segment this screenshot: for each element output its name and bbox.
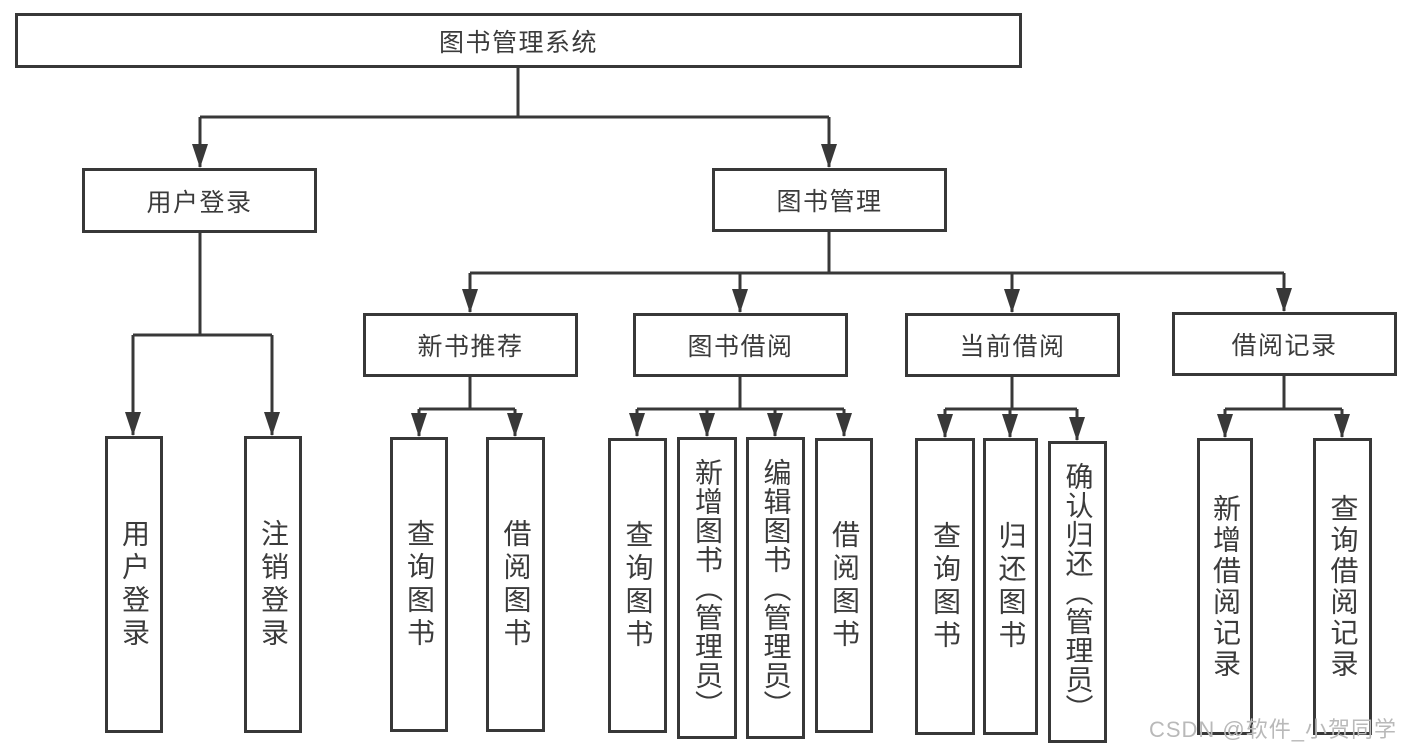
node-label: 查询图书 <box>404 518 435 651</box>
node-label: 用户登录 <box>146 188 253 217</box>
leaf-query-books-borrow: 查询图书 <box>608 438 667 733</box>
node-label: 借阅记录 <box>1231 332 1338 360</box>
connector-book-management-children <box>462 232 1292 313</box>
connector-user-login-children <box>125 233 280 436</box>
node-current-borrow: 当前借阅 <box>905 313 1120 377</box>
node-label: 确认归还（管理员） <box>1062 461 1094 723</box>
node-label: 借阅图书 <box>829 519 860 652</box>
node-label: 注销登录 <box>258 518 289 651</box>
node-label: 图书管理系统 <box>438 28 598 57</box>
leaf-add-books-admin: 新增图书（管理员） <box>677 437 737 739</box>
csdn-watermark: CSDN @软件_小贺同学 <box>1148 717 1397 742</box>
leaf-borrow-books: 借阅图书 <box>815 438 873 733</box>
leaf-query-borrow-record: 查询借阅记录 <box>1313 438 1372 735</box>
node-label: 借阅图书 <box>500 518 532 651</box>
node-label: 编辑图书（管理员） <box>760 457 792 719</box>
node-label: 当前借阅 <box>959 333 1066 361</box>
leaf-edit-books-admin: 编辑图书（管理员） <box>746 437 805 739</box>
node-label: 查询图书 <box>622 519 654 652</box>
node-book-management: 图书管理 <box>712 168 947 232</box>
leaf-borrow-books-recommend: 借阅图书 <box>486 437 545 732</box>
leaf-confirm-return-admin: 确认归还（管理员） <box>1048 441 1107 743</box>
node-borrow-records: 借阅记录 <box>1172 312 1397 376</box>
connector-new-book-children <box>411 377 523 437</box>
node-label: 新书推荐 <box>417 333 524 361</box>
node-label: 新增借阅记录 <box>1210 493 1241 680</box>
leaf-user-login: 用户登录 <box>105 436 163 733</box>
connector-current-borrow-children <box>937 377 1085 441</box>
leaf-query-books-current: 查询图书 <box>915 438 975 735</box>
connector-root-to-level2 <box>192 68 837 168</box>
node-book-borrow: 图书借阅 <box>633 313 848 377</box>
node-root-system: 图书管理系统 <box>15 13 1022 68</box>
leaf-logout: 注销登录 <box>244 436 302 733</box>
node-label: 图书管理 <box>776 188 883 216</box>
leaf-return-books: 归还图书 <box>983 438 1038 735</box>
leaf-query-books-recommend: 查询图书 <box>390 437 448 732</box>
node-new-book-recommend: 新书推荐 <box>363 313 578 377</box>
node-label: 新增图书（管理员） <box>692 457 723 719</box>
leaf-add-borrow-record: 新增借阅记录 <box>1197 438 1253 735</box>
node-label: 归还图书 <box>995 520 1027 653</box>
connector-book-borrow-children <box>629 377 852 437</box>
node-user-login: 用户登录 <box>82 168 317 233</box>
node-label: 查询图书 <box>930 520 961 653</box>
node-label: 查询借阅记录 <box>1327 493 1359 680</box>
node-label: 用户登录 <box>119 518 150 651</box>
connector-borrow-records-children <box>1217 376 1350 438</box>
node-label: 图书借阅 <box>687 333 794 361</box>
